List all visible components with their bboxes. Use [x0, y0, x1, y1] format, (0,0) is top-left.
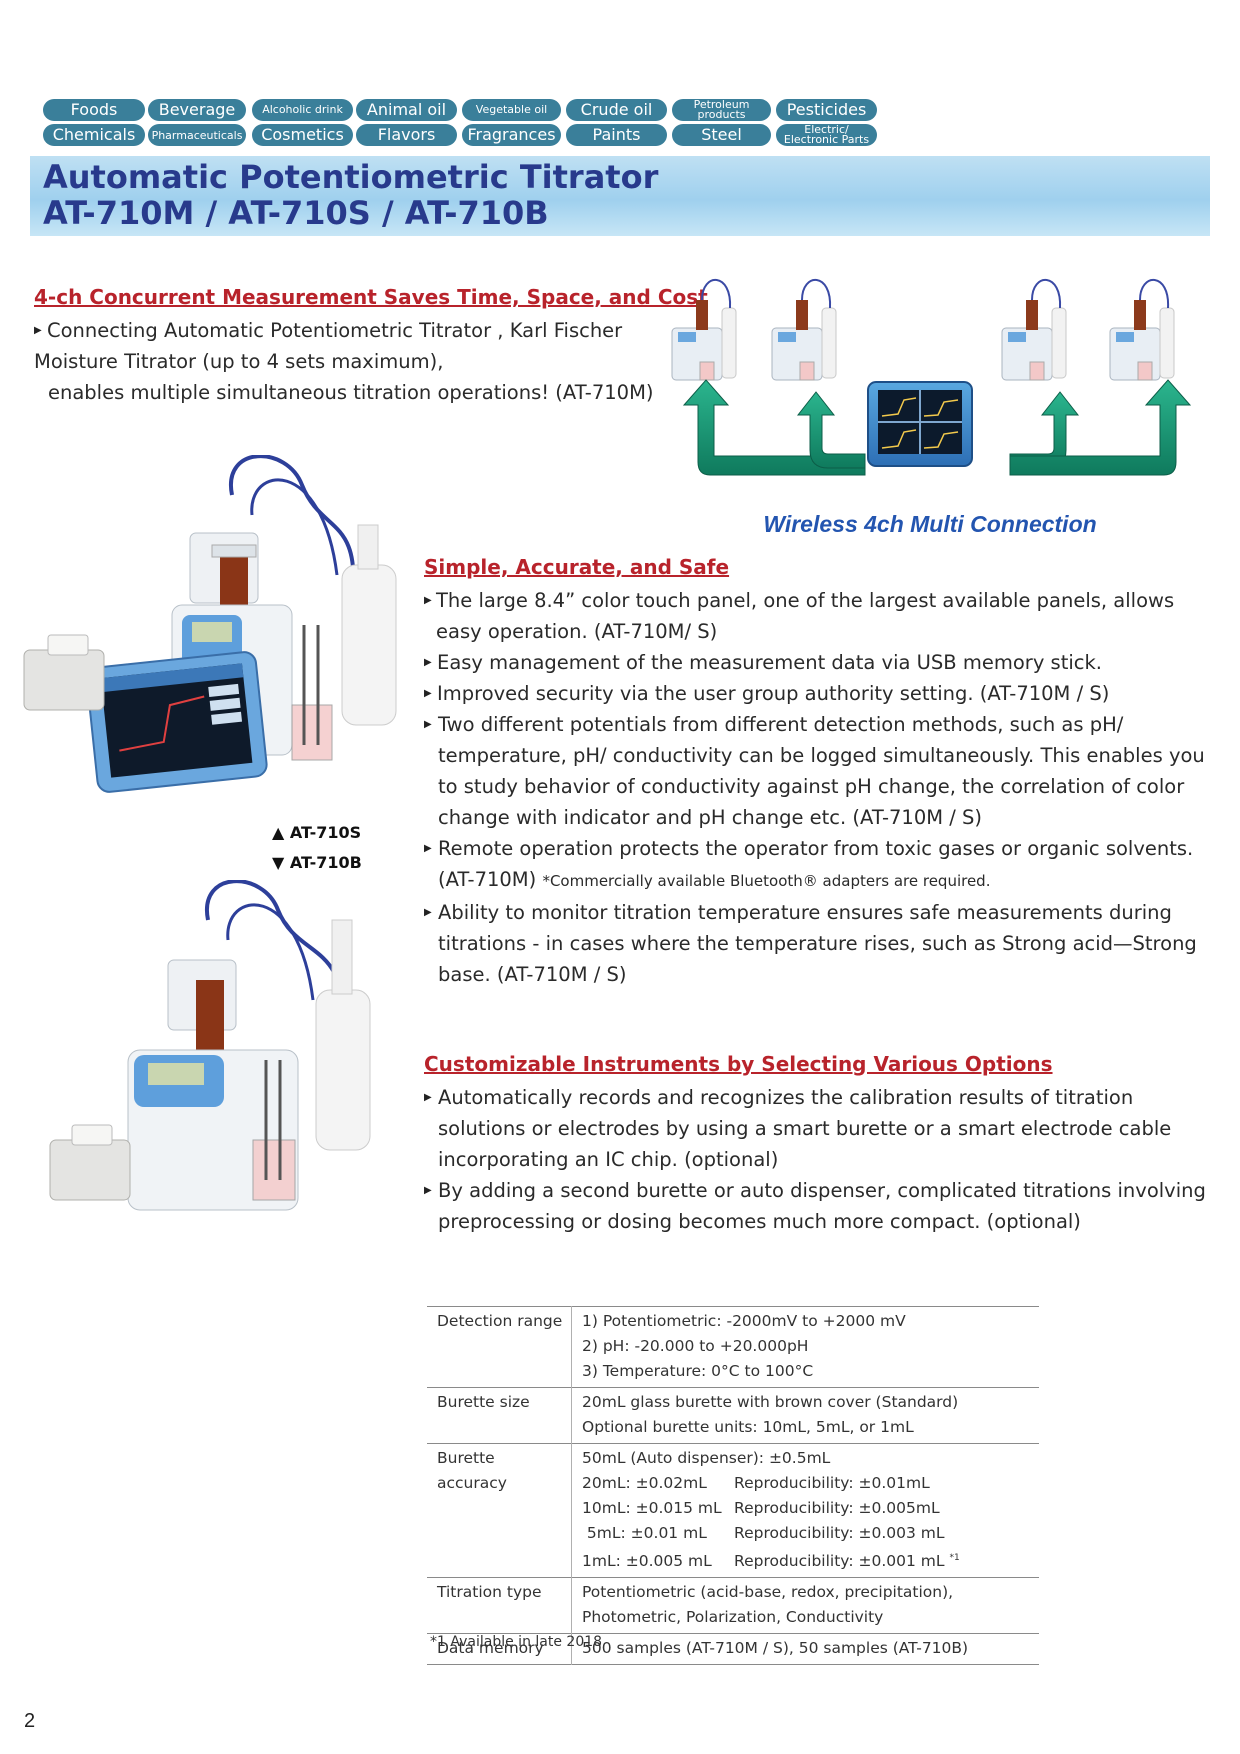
spec-label: Detection range	[427, 1306, 572, 1388]
tag-flavors: Flavors	[356, 124, 457, 146]
tag-pharmaceuticals: Pharmaceuticals	[148, 124, 246, 146]
section2-bullet-2: Easy management of the measurement data …	[424, 647, 1214, 678]
section1-line1: Connecting Automatic Potentiometric Titr…	[34, 315, 674, 346]
section1-heading: 4-ch Concurrent Measurement Saves Time, …	[34, 285, 708, 309]
spec-value: 50mL (Auto dispenser): ±0.5mL 20mL: ±0.0…	[582, 1449, 960, 1571]
titrator-unit-2	[771, 279, 837, 381]
tag-vegetable-oil: Vegetable oil	[462, 99, 561, 121]
spec-footnote: *1 Available in late 2018	[430, 1634, 603, 1650]
titrator-unit-4	[1109, 279, 1175, 381]
spec-value: Potentiometric (acid-base, redox, precip…	[582, 1583, 954, 1627]
spec-table: Detection range 1) Potentiometric: -2000…	[427, 1306, 1039, 1665]
wireless-arrows	[682, 379, 1192, 476]
tag-beverage: Beverage	[148, 99, 246, 121]
tag-steel: Steel	[672, 124, 771, 146]
at-710b-product-image	[49, 880, 371, 1211]
spec-label: Titration type	[427, 1577, 572, 1634]
spec-label: Data memory	[427, 1633, 572, 1665]
tag-electric-electronic-parts: Electric/ Electronic Parts	[776, 124, 877, 146]
tag-fragrances: Fragrances	[462, 124, 561, 146]
section3-heading: Customizable Instruments by Selecting Va…	[424, 1052, 1053, 1076]
tag-animal-oil: Animal oil	[356, 99, 457, 121]
section2-bullet-4: Two different potentials from different …	[424, 709, 1214, 833]
tag-paints: Paints	[566, 124, 667, 146]
spec-row-titration-type: Titration type Potentiometric (acid-base…	[427, 1577, 1039, 1634]
at-710s-product-image	[23, 455, 397, 793]
spec-label: Burette accuracy	[427, 1443, 572, 1578]
section1-line3: enables multiple simultaneous titration …	[48, 381, 654, 404]
title-band: Automatic Potentiometric Titrator AT-710…	[30, 156, 1210, 236]
section3-bullets: Automatically records and recognizes the…	[424, 1082, 1214, 1237]
tag-cosmetics: Cosmetics	[252, 124, 353, 146]
wireless-caption: Wireless 4ch Multi Connection	[763, 511, 1096, 537]
spec-row-burette-accuracy: Burette accuracy 50mL (Auto dispenser): …	[427, 1443, 1039, 1578]
section2-bullet-5: Remote operation protects the operator f…	[424, 833, 1214, 897]
tag-chemicals: Chemicals	[43, 124, 145, 146]
tag-foods: Foods	[43, 99, 145, 121]
central-tablet-icon	[867, 381, 973, 467]
section1-line2: Moisture Titrator (up to 4 sets maximum)…	[34, 350, 444, 373]
at-710b-label: ▼ AT-710B	[272, 853, 362, 872]
tag-crude-oil: Crude oil	[566, 99, 667, 121]
footnote-marker: *1	[949, 1553, 960, 1563]
spec-row-burette-size: Burette size 20mL glass burette with bro…	[427, 1387, 1039, 1444]
spec-value: 20mL glass burette with brown cover (Sta…	[582, 1393, 959, 1436]
wireless-connection-diagram: Wireless 4ch Multi Connection	[671, 279, 1192, 539]
model-names-title: AT-710M / AT-710S / AT-710B	[43, 194, 549, 232]
section3-bullet-1: Automatically records and recognizes the…	[424, 1082, 1214, 1175]
at-710s-label: ▲ AT-710S	[272, 823, 362, 842]
section2-heading: Simple, Accurate, and Safe	[424, 555, 730, 579]
tag-alcoholic-drink: Alcoholic drink	[252, 99, 353, 121]
spec-row-data-memory: Data memory 500 samples (AT-710M / S), 5…	[427, 1633, 1039, 1665]
spec-value: 1) Potentiometric: -2000mV to +2000 mV 2…	[582, 1312, 906, 1380]
spec-row-detection-range: Detection range 1) Potentiometric: -2000…	[427, 1306, 1039, 1388]
spec-value: 500 samples (AT-710M / S), 50 samples (A…	[582, 1639, 969, 1658]
section2-bullet-1: The large 8.4” color touch panel, one of…	[424, 585, 1214, 647]
titrator-unit-3	[1001, 279, 1067, 381]
page-number: 2	[24, 1710, 36, 1732]
page-title: Automatic Potentiometric Titrator	[43, 158, 659, 196]
section2-bullet-6: Ability to monitor titration temperature…	[424, 897, 1214, 990]
section1-body: Connecting Automatic Potentiometric Titr…	[34, 315, 674, 408]
titrator-unit-1	[671, 279, 737, 381]
section2-bullets: The large 8.4” color touch panel, one of…	[424, 585, 1214, 990]
tag-petroleum-products: Petroleum products	[672, 99, 771, 121]
tag-pesticides: Pesticides	[776, 99, 877, 121]
section2-bullet-3: Improved security via the user group aut…	[424, 678, 1214, 709]
bluetooth-note: *Commercially available Bluetooth® adapt…	[542, 872, 991, 890]
spec-label: Burette size	[427, 1387, 572, 1444]
section3-bullet-2: By adding a second burette or auto dispe…	[424, 1175, 1214, 1237]
